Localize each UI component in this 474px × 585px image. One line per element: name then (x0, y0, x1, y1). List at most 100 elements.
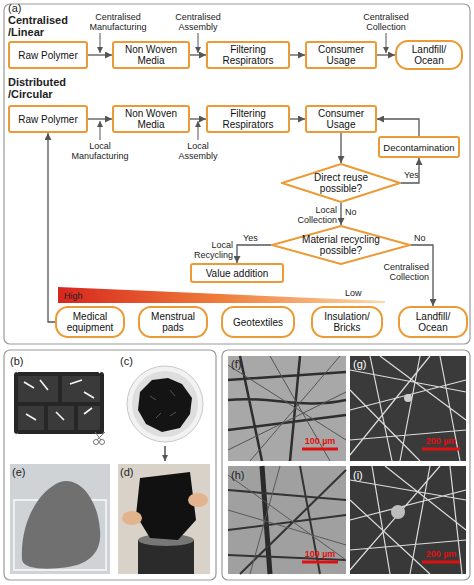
connector-group (48, 55, 433, 322)
node-text: Geotextiles (233, 317, 283, 328)
scale-end: High (64, 291, 104, 301)
scale-bar (422, 561, 460, 564)
process-box: Non Woven Media (112, 41, 190, 69)
flow-connector (377, 54, 395, 55)
photo-background (118, 464, 210, 574)
flow-connector (190, 118, 206, 119)
dish (132, 371, 198, 437)
scale-end: Low (345, 288, 375, 298)
scale-text: 100 µm (296, 549, 344, 559)
tray-compartment (18, 406, 44, 430)
flow-connector (340, 203, 341, 225)
process-arrow (164, 446, 165, 461)
shredded-material (138, 378, 192, 432)
panel-letter: (g) (353, 358, 383, 370)
micrograph (350, 466, 466, 574)
fibers (228, 466, 346, 574)
hand (188, 493, 208, 507)
edge-label: Centralised Assembly (168, 12, 228, 32)
terminal-box: Medical equipment (55, 306, 125, 338)
panel-letter: (h) (231, 469, 261, 481)
fibers (228, 356, 346, 461)
edge-label: Centralised Manufacturing (86, 12, 150, 32)
leader-arrows (100, 33, 386, 140)
scissors (94, 440, 99, 445)
leader-arrow (386, 33, 387, 53)
edge-label: Centralised Collection (356, 12, 416, 32)
diamond-shape (272, 226, 410, 264)
flow-note: Local Collection (282, 205, 337, 225)
process-box: Consumer Usage (305, 105, 377, 133)
process-box: Raw Polymer (8, 41, 88, 69)
dish (127, 366, 203, 442)
tray-compartment (18, 376, 58, 402)
micrograph-h (228, 466, 346, 574)
photo-background (10, 464, 110, 574)
panel-frame (4, 350, 216, 580)
flow-connector (377, 119, 419, 136)
bead (391, 505, 405, 519)
node-text: Direct reuse possible? (306, 172, 376, 194)
panel-letter: (b) (10, 355, 40, 367)
section-heading: Distributed /Circular (8, 76, 80, 100)
flow-connector (48, 133, 55, 322)
flow-connector (88, 54, 112, 55)
edge-label: Yes (243, 233, 267, 243)
fibers (350, 466, 466, 574)
node-text: Filtering Respirators (208, 108, 288, 130)
panel-letter: (f) (231, 358, 261, 370)
process-box: Decontamination (378, 136, 460, 158)
node-text: Landfill/ Ocean (397, 44, 461, 66)
decision-diamond: Material recycling possible? (271, 225, 411, 265)
flow-connector (88, 118, 112, 119)
micrograph (350, 356, 466, 461)
edge-label: Local Manufacturing (68, 141, 132, 161)
hand (122, 511, 142, 525)
process-box: Value addition (190, 263, 284, 283)
edge-label: No (345, 207, 365, 217)
panel-letter: (d) (120, 466, 150, 478)
bag (136, 472, 196, 540)
edge-label: No (414, 233, 434, 243)
leader-arrow (100, 121, 101, 140)
edge-label: Yes (404, 170, 428, 180)
scissors (95, 432, 105, 440)
node-text: Non Woven Media (114, 44, 188, 66)
decision-diamond: Direct reuse possible? (281, 163, 401, 203)
flow-note: Local Recycling (176, 240, 233, 260)
terminal-box: Menstrual pads (138, 306, 208, 338)
flow-connector (237, 245, 271, 263)
node-text: Value addition (206, 268, 269, 279)
flow-connector (290, 118, 305, 119)
micrograph (228, 466, 346, 574)
micrograph-f (228, 356, 346, 461)
scale-bar (422, 448, 460, 451)
node-text: Consumer Usage (307, 108, 375, 130)
fibers (228, 466, 346, 574)
process-box: Filtering Respirators (206, 105, 290, 133)
photo-tray (12, 368, 105, 445)
photo-product (10, 464, 110, 574)
diamond-shape (282, 164, 400, 202)
node-text: Medical equipment (57, 311, 123, 333)
edge-label: Local Assembly (168, 141, 228, 161)
leader-arrow (100, 33, 101, 53)
micrograph-i (350, 466, 466, 574)
micrograph (228, 356, 346, 461)
node-text: Insulation/ Bricks (313, 311, 381, 333)
terminal-box: Landfill/ Ocean (395, 40, 463, 70)
scissors (100, 440, 105, 445)
terminal-box: Insulation/ Bricks (311, 306, 383, 338)
process-box: Non Woven Media (112, 105, 190, 133)
node-text: Raw Polymer (18, 50, 77, 61)
node-text: Menstrual pads (140, 311, 206, 333)
node-text: Decontamination (383, 142, 454, 153)
scale-bar (302, 561, 338, 564)
node-text: Material recycling possible? (295, 234, 387, 256)
panel-letter: (a) (8, 2, 38, 14)
node-text: Filtering Respirators (208, 44, 288, 66)
leader-arrow (198, 33, 199, 53)
panel-letter: (e) (12, 466, 42, 478)
scale-text: 100 µm (296, 436, 344, 446)
